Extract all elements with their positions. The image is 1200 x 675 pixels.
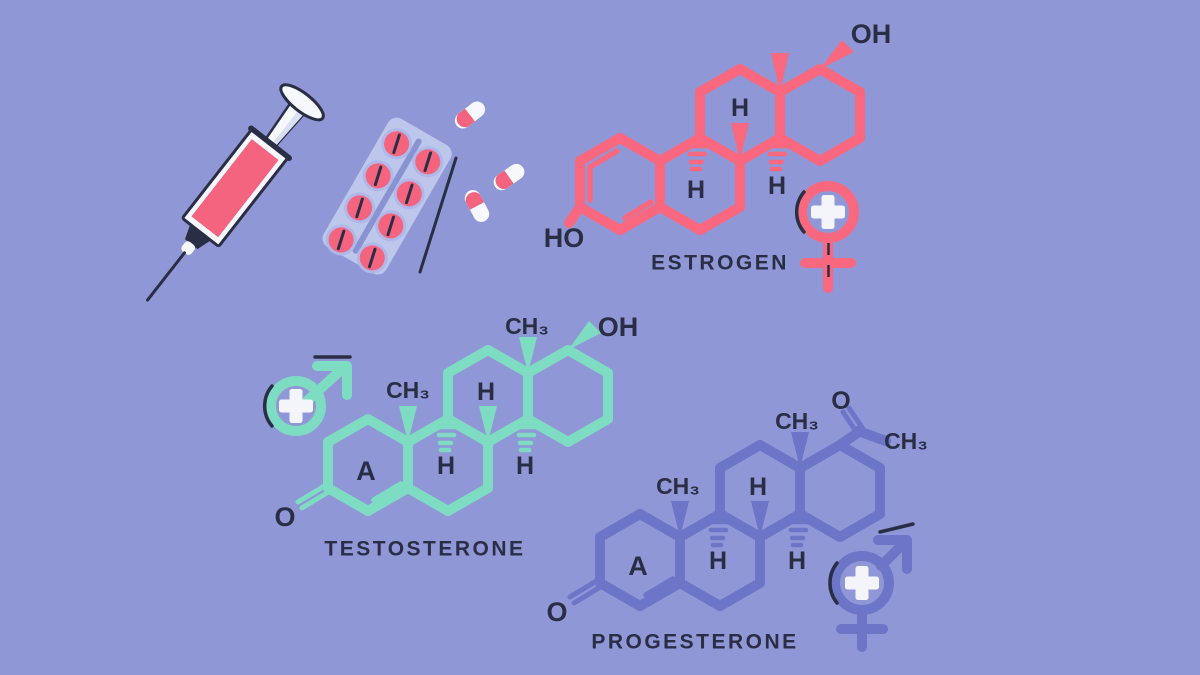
testosterone-methyl-label: CH₃ [386,377,430,403]
progesterone-h-label: H [709,547,727,575]
male-female-symbol-icon [828,522,915,652]
estrogen-name: ESTROGEN [651,252,789,275]
progesterone-h-label: H [788,547,806,575]
estrogen-h-label: H [687,176,705,204]
progesterone-ketone-bond [567,577,605,606]
symbol-accent-line [878,522,915,534]
estrogen-phenol-label: HO [544,223,585,253]
testosterone-ring-d [523,345,613,447]
testosterone-hydroxyl-label: OH [598,312,639,342]
progesterone-carbonyl-label: O [831,387,850,415]
progesterone-ring-a-label: A [628,551,648,581]
syringe-needle [146,251,186,302]
progesterone-acetyl-methyl-bond [853,426,891,446]
progesterone-carbonyl-bond [840,405,866,436]
syringe-hub [184,224,211,250]
blister-pack-icon [322,117,452,275]
male-symbol-icon [262,355,352,436]
syringe-icon [146,83,325,302]
capsule-icon [493,163,525,191]
progesterone-methyl-label: CH₃ [775,408,819,434]
estrogen-wedge-bonds [731,40,854,161]
medical-plus-icon [289,389,303,423]
testosterone-double-bond [371,481,404,503]
testosterone-name: TESTOSTERONE [324,538,525,561]
estrogen-structure [564,40,865,235]
progesterone-double-bond [643,576,676,598]
symbol-accent-arc [828,561,839,605]
blister-edge-accent-line [418,156,458,274]
progesterone-ring-d [795,440,885,542]
blister-pills [325,128,444,274]
progesterone-ketone-label: O [546,597,567,627]
testosterone-ketone-bond [295,482,333,511]
progesterone-name: PROGESTERONE [591,631,798,654]
estrogen-aromatic-double-bond [587,148,620,203]
estrogen-hash-bonds [686,143,790,172]
symbol-accent-arc [262,384,274,428]
testosterone-h-label: H [437,452,455,480]
testosterone-wedge-bonds [399,321,601,442]
medical-plus-icon [821,195,835,229]
syringe-plunger-shade [271,106,307,147]
progesterone-h-label: H [749,473,767,501]
capsule-icon [454,101,486,129]
estrogen-h-label: H [731,94,749,122]
syringe-liquid [191,139,279,238]
female-symbol-icon [794,181,859,293]
testosterone-methyl-label: CH₃ [505,313,549,339]
syringe-plunger-flange [279,83,325,122]
testosterone-ring-a-label: A [356,456,376,486]
progesterone-structure [567,405,891,611]
progesterone-wedge-bonds [671,432,809,537]
estrogen-phenol-bond [564,202,585,228]
progesterone-labels: O A CH₃ CH₃ CH₃ O H H H PROGESTERONE [546,387,927,654]
testosterone-hash-bonds [435,424,539,453]
medical-plus-icon [855,566,869,600]
estrogen-hydroxyl-label: OH [851,19,892,49]
testosterone-labels: O A CH₃ CH₃ OH H H H TESTOSTERONE [274,312,638,561]
capsule-icon [464,190,490,222]
testosterone-ketone-label: O [274,502,295,532]
blister-rail [352,138,422,254]
progesterone-acetyl-methyl-label: CH₃ [884,428,928,454]
testosterone-h-label: H [516,452,534,480]
progesterone-methyl-label: CH₃ [656,473,700,499]
estrogen-labels: HO OH H H H ESTROGEN [544,19,892,275]
progesterone-hash-bonds [707,519,811,548]
testosterone-h-label: H [477,378,495,406]
estrogen-aromatic-double-bond [622,199,654,221]
testosterone-structure [295,321,613,516]
symbol-accent-arc [794,190,806,234]
estrogen-h-label: H [768,172,786,200]
estrogen-ring-d [775,64,865,166]
